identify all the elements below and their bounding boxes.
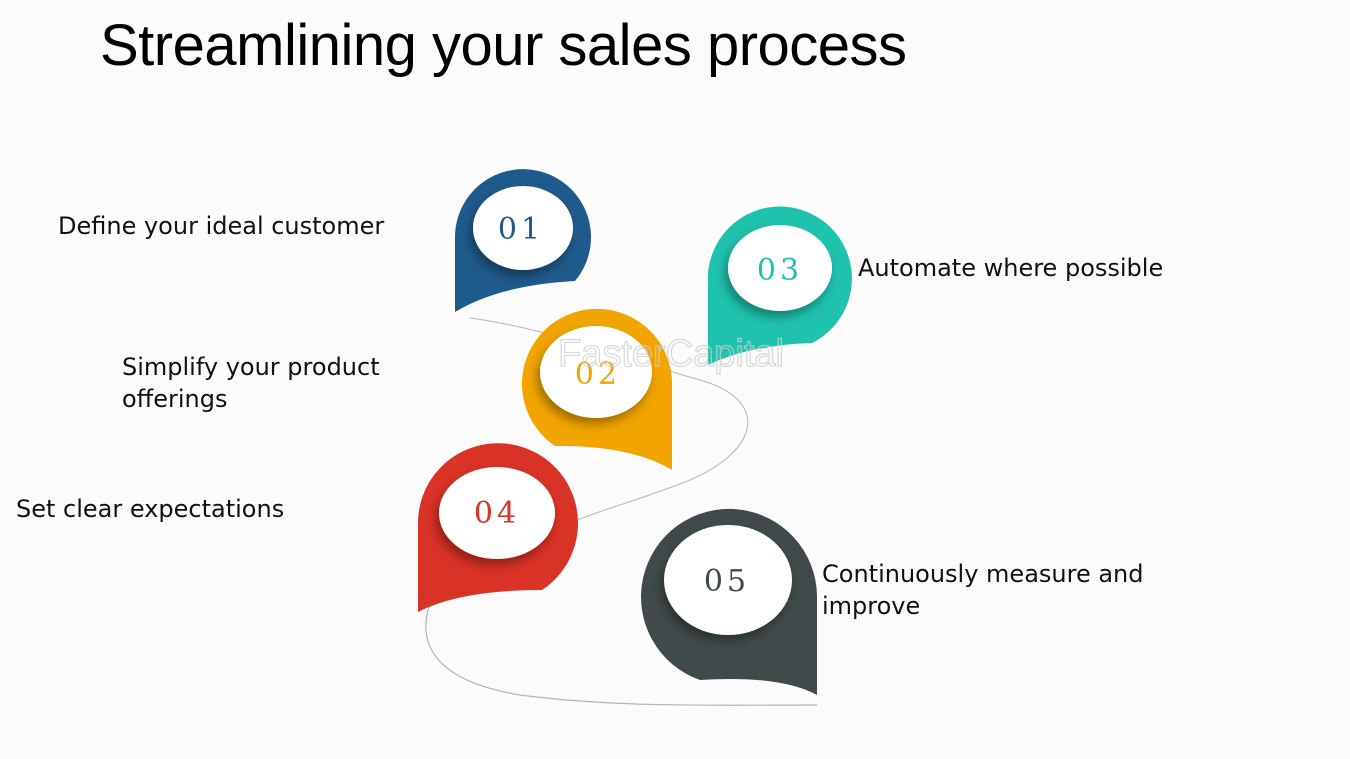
watermark: FasterCapital [558,333,784,375]
step-label-02: Simplify your product offerings [122,353,380,413]
step-pin-01: 01 [455,169,591,312]
step-pin-05: 05 [641,508,817,695]
step-label-05: Continuously measure and improve [822,560,1144,620]
step-pin-02: 02 [522,308,672,470]
step-label-01: Define your ideal customer [58,212,385,240]
connector-line [425,597,818,706]
step-label-04: Set clear expectations [16,495,285,523]
step-number: 04 [474,496,520,531]
step-number: 01 [498,212,544,247]
step-pin-03: 03 [707,206,852,365]
step-label-03: Automate where possible [858,254,1164,282]
step-pin-04: 04 [418,443,578,612]
step-number: 03 [757,253,803,288]
page-title: Streamlining your sales process [100,13,907,78]
step-number: 05 [704,564,750,599]
step-number: 02 [575,357,621,392]
